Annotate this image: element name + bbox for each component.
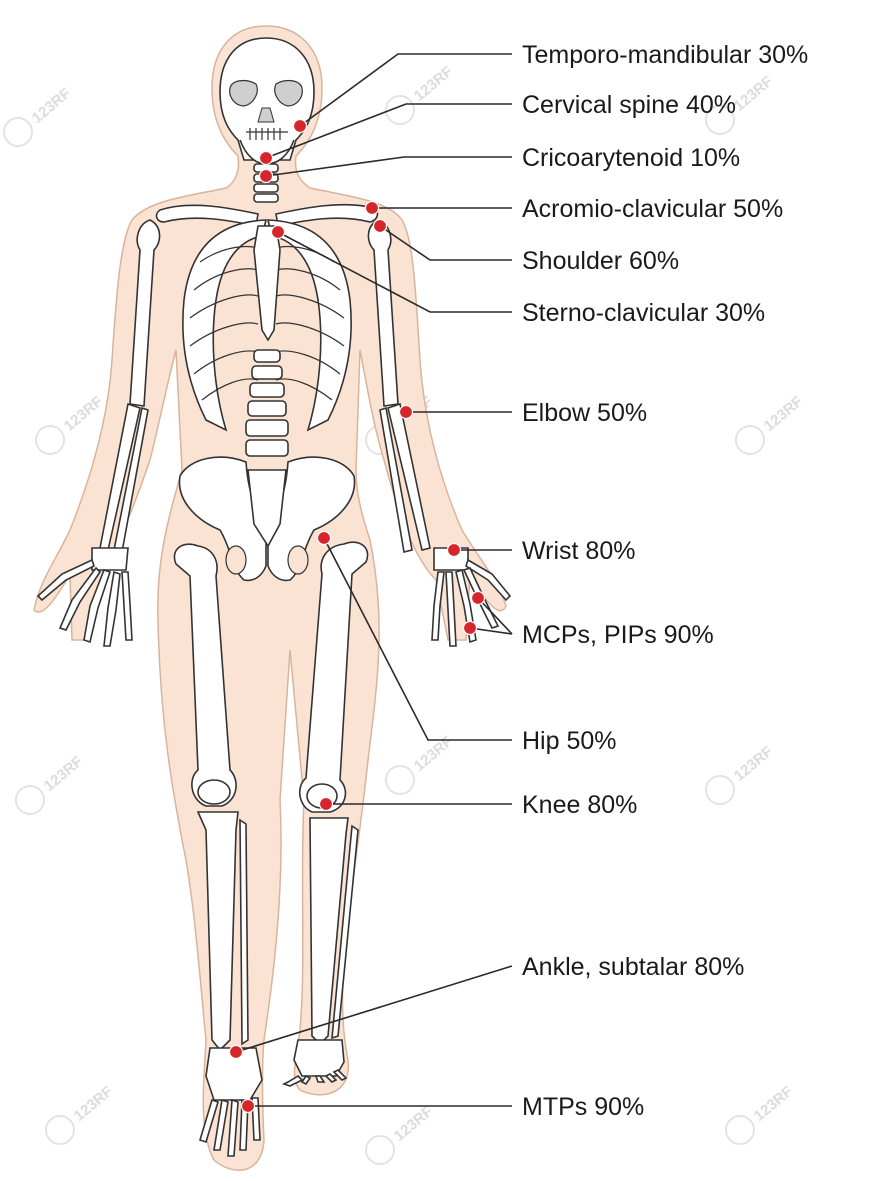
joint-marker-temporo-mandibular bbox=[294, 120, 307, 133]
watermark: 123RF bbox=[360, 1097, 439, 1169]
joint-marker-mtps bbox=[242, 1100, 255, 1113]
watermark-text: 123RF bbox=[411, 63, 456, 105]
joint-labels: Temporo-mandibular 30% Cervical spine 40… bbox=[522, 41, 808, 1121]
watermark-text: 123RF bbox=[71, 1083, 116, 1125]
watermark: 123RF bbox=[0, 79, 77, 151]
label-acromio-clavicular: Acromio-clavicular 50% bbox=[522, 195, 783, 223]
watermark-text: 123RF bbox=[41, 753, 86, 795]
label-elbow: Elbow 50% bbox=[522, 399, 647, 427]
joint-marker-knee bbox=[320, 798, 333, 811]
watermark: 123RF bbox=[720, 1077, 799, 1149]
watermark-text: 123RF bbox=[731, 73, 776, 115]
watermark-text: 123RF bbox=[761, 393, 806, 435]
watermark-text: 123RF bbox=[61, 393, 106, 435]
watermark: 123RF bbox=[10, 747, 89, 819]
joint-marker-cervical-spine bbox=[260, 152, 273, 165]
label-wrist: Wrist 80% bbox=[522, 537, 635, 565]
joint-marker-ankle-subtalar bbox=[230, 1046, 243, 1059]
leader-ankle-subtalar bbox=[236, 966, 512, 1052]
watermark-text: 123RF bbox=[391, 1103, 436, 1145]
leader-temporo-mandibular bbox=[300, 54, 512, 126]
left-fibula bbox=[240, 820, 248, 1044]
leader-cricoarytenoid bbox=[266, 157, 512, 176]
label-mtps: MTPs 90% bbox=[522, 1093, 644, 1121]
joint-marker-elbow bbox=[400, 406, 413, 419]
label-cervical-spine: Cervical spine 40% bbox=[522, 91, 736, 119]
label-temporo-mandibular: Temporo-mandibular 30% bbox=[522, 41, 808, 69]
label-knee: Knee 80% bbox=[522, 791, 637, 819]
label-cricoarytenoid: Cricoarytenoid 10% bbox=[522, 144, 740, 172]
watermark-text: 123RF bbox=[29, 85, 74, 127]
joint-marker-wrist bbox=[448, 544, 461, 557]
joint-marker-cricoarytenoid bbox=[260, 170, 273, 183]
watermark: 123RF bbox=[380, 727, 459, 799]
watermark: 123RF bbox=[380, 57, 459, 129]
label-shoulder: Shoulder 60% bbox=[522, 247, 679, 275]
left-carpals bbox=[92, 548, 128, 570]
label-ankle-subtalar: Ankle, subtalar 80% bbox=[522, 953, 744, 981]
watermark-text: 123RF bbox=[751, 1083, 796, 1125]
label-mcps-pips: MCPs, PIPs 90% bbox=[522, 621, 714, 649]
joint-marker-hip bbox=[318, 532, 331, 545]
joint-marker-shoulder bbox=[374, 220, 387, 233]
left-patella bbox=[198, 780, 230, 804]
joint-marker-sterno-clavicular bbox=[272, 226, 285, 239]
joint-marker-pips bbox=[464, 622, 477, 635]
watermark: 123RF bbox=[700, 737, 779, 809]
watermark-text: 123RF bbox=[411, 733, 456, 775]
joint-marker-mcps bbox=[472, 592, 485, 605]
label-hip: Hip 50% bbox=[522, 727, 617, 755]
joint-marker-acromio-clavicular bbox=[366, 202, 379, 215]
label-sterno-clavicular: Sterno-clavicular 30% bbox=[522, 299, 765, 327]
left-arm-bones bbox=[38, 220, 160, 646]
watermark: 123RF bbox=[730, 387, 809, 459]
watermark: 123RF bbox=[40, 1077, 119, 1149]
watermark-text: 123RF bbox=[731, 743, 776, 785]
